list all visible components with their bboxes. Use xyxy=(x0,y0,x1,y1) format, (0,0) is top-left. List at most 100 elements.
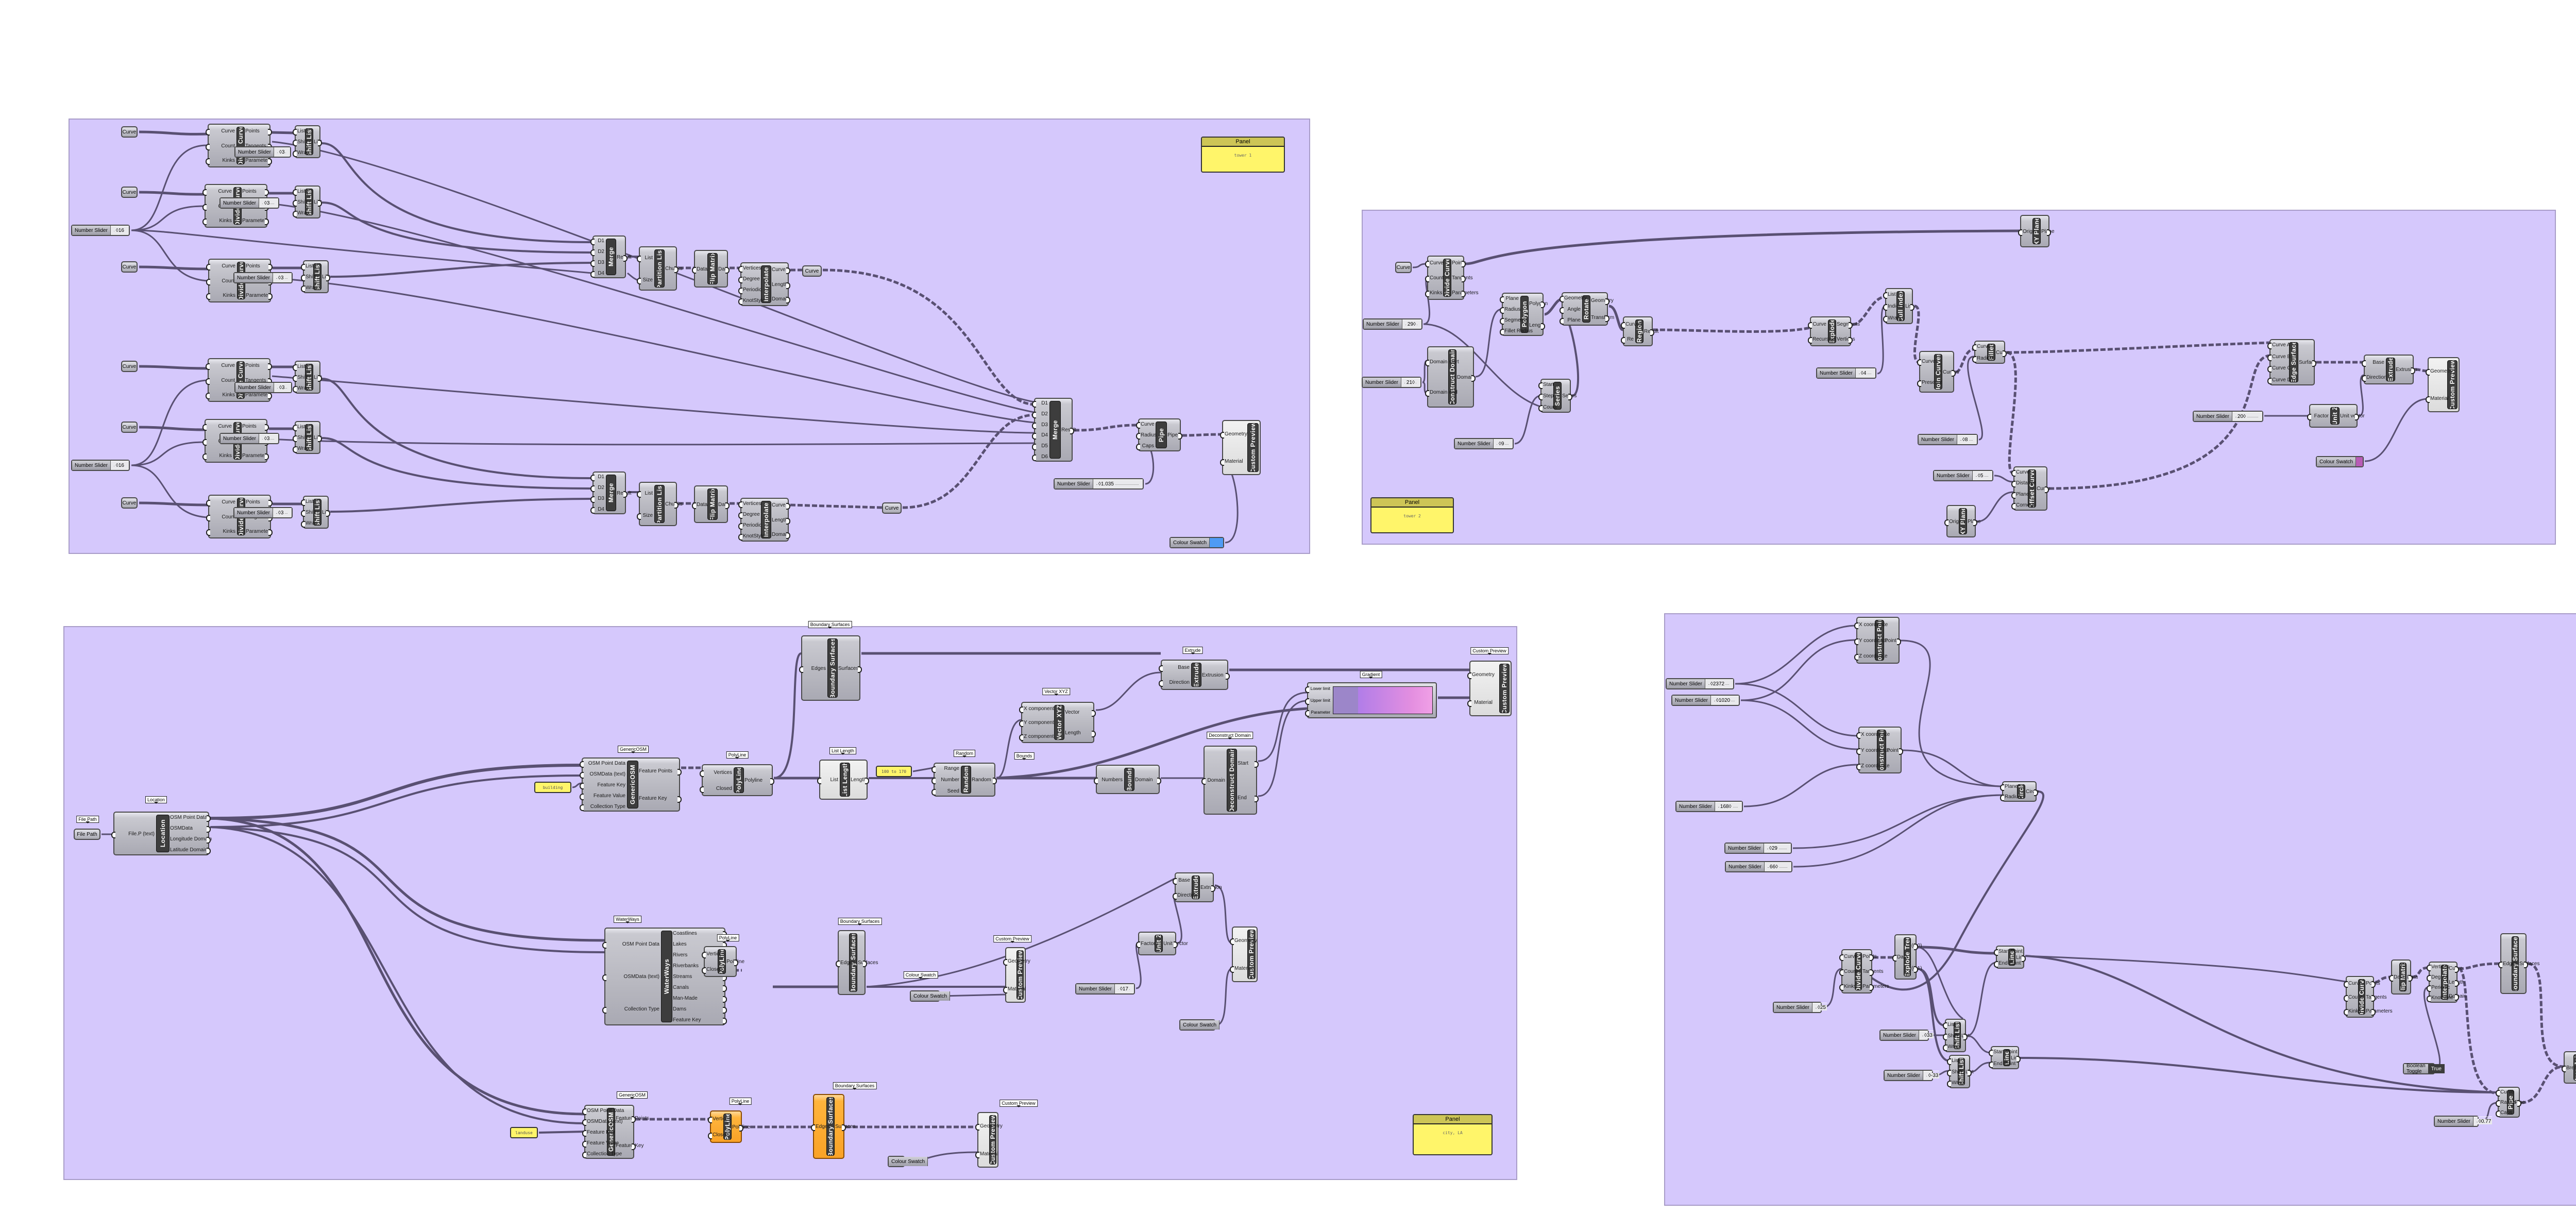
input-port[interactable]: Caps xyxy=(1136,443,1154,450)
slider-track[interactable]: ◊9 xyxy=(1493,439,1513,448)
input-port[interactable]: Curve B xyxy=(2267,354,2291,361)
input-port[interactable]: OSM Point Data xyxy=(580,761,625,768)
input-port[interactable]: List xyxy=(293,424,306,431)
input-port[interactable]: Direction xyxy=(1159,680,1190,687)
input-port[interactable]: Kinks xyxy=(1839,984,1857,991)
slider-track[interactable]: ◊29 xyxy=(1764,844,1791,853)
output-port[interactable]: Parameters xyxy=(245,158,272,165)
input-port[interactable]: Fillet Radius xyxy=(1500,328,1533,335)
input-port[interactable]: Seed xyxy=(931,788,959,796)
output-port[interactable]: Unit vector xyxy=(2340,413,2365,420)
input-port[interactable]: Size xyxy=(637,277,653,284)
input-port[interactable]: Vertices xyxy=(700,770,732,777)
input-port[interactable]: Shift xyxy=(293,139,308,146)
output-port[interactable]: Domain xyxy=(2449,993,2467,1001)
output-port[interactable]: Extrusion xyxy=(1202,672,1230,680)
input-port[interactable]: D4 xyxy=(590,271,604,278)
input-port[interactable]: Wrap xyxy=(1883,315,1900,323)
slider-x-2372[interactable]: Number Slider◊2372 xyxy=(1666,678,1734,689)
input-port[interactable]: Kinks xyxy=(206,293,235,300)
slider-track[interactable]: ◊33 xyxy=(1919,1031,1934,1040)
output-port[interactable]: Curve xyxy=(772,267,790,274)
input-port[interactable]: List xyxy=(293,189,306,196)
input-port[interactable]: Data xyxy=(2389,974,2404,982)
input-port[interactable]: List xyxy=(301,263,314,271)
input-port[interactable]: Periodic xyxy=(2427,985,2450,992)
group-g2[interactable] xyxy=(1362,210,2556,545)
input-port[interactable]: KnotStyle xyxy=(738,298,765,305)
input-port[interactable]: Curve xyxy=(1839,954,1858,961)
input-port[interactable]: Curve xyxy=(206,263,235,271)
input-port[interactable]: Origin xyxy=(1944,519,1963,526)
input-port[interactable]: Numbers xyxy=(1094,777,1123,784)
input-port[interactable]: Wrap xyxy=(301,285,318,292)
input-port[interactable]: Curve xyxy=(206,128,235,136)
toggle-value[interactable]: True xyxy=(2428,1064,2445,1073)
curve-param-7[interactable]: Curve xyxy=(802,265,822,277)
input-port[interactable]: Caps xyxy=(2496,1110,2513,1117)
input-port[interactable]: D2 xyxy=(1032,411,1048,418)
slider-track[interactable]: ◊3 xyxy=(273,508,292,517)
curve-param-2[interactable]: Curve xyxy=(121,187,138,198)
input-port[interactable]: Base xyxy=(2362,360,2384,367)
input-port[interactable]: Curves xyxy=(1621,322,1642,329)
output-port[interactable]: Length xyxy=(1065,730,1096,737)
output-port[interactable]: Chunks xyxy=(665,266,683,273)
input-port[interactable]: D4 xyxy=(590,507,604,514)
output-port[interactable]: Parameters xyxy=(245,392,272,399)
slider-shift-33[interactable]: Number Slider◊33 xyxy=(1879,1030,1934,1041)
slider-track[interactable]: ◊17 xyxy=(1114,984,1134,993)
input-port[interactable]: Step xyxy=(1538,393,1554,400)
input-port[interactable]: Material xyxy=(1220,459,1243,466)
output-port[interactable]: Length xyxy=(772,517,790,525)
divide-curve-1[interactable]: Divide CurveCurveCountKinksPointsTangent… xyxy=(206,124,272,167)
input-port[interactable]: Vertices xyxy=(2427,964,2450,971)
input-port[interactable]: List xyxy=(301,499,314,506)
input-port[interactable]: Wrap xyxy=(1947,1080,1964,1087)
input-port[interactable]: Radius xyxy=(1500,307,1521,314)
input-port[interactable]: Curve xyxy=(202,424,232,431)
input-port[interactable]: Indices xyxy=(1883,304,1904,311)
input-port[interactable]: Z component xyxy=(1019,734,1054,741)
output-port[interactable]: Length xyxy=(2449,980,2465,987)
input-port[interactable]: List xyxy=(293,128,306,136)
output-port[interactable]: Points xyxy=(246,263,273,271)
output-port[interactable]: Circle xyxy=(2026,789,2039,796)
input-port[interactable]: Radius xyxy=(1972,356,1993,363)
output-port[interactable]: Surfaces xyxy=(838,666,862,673)
output-port[interactable]: Points xyxy=(2366,981,2380,988)
slider-shift-5[interactable]: Number Slider◊3 xyxy=(219,433,279,444)
input-port[interactable]: Wrap xyxy=(301,520,318,528)
input-port[interactable]: Recursive xyxy=(1808,336,1836,344)
input-port[interactable]: Data xyxy=(692,266,708,274)
output-port[interactable]: Domain xyxy=(772,532,790,539)
slider-track[interactable]: ◊8 xyxy=(1957,435,1977,444)
input-port[interactable]: Curve D xyxy=(2267,377,2291,384)
output-port[interactable]: OSM Point Data xyxy=(170,815,211,822)
input-port[interactable]: Factor xyxy=(1136,941,1156,948)
output-port[interactable]: List xyxy=(314,435,322,442)
slider-track[interactable]: ◊3 xyxy=(274,383,291,392)
input-port[interactable]: Radius xyxy=(1136,432,1157,440)
input-port[interactable]: Size xyxy=(637,513,653,520)
